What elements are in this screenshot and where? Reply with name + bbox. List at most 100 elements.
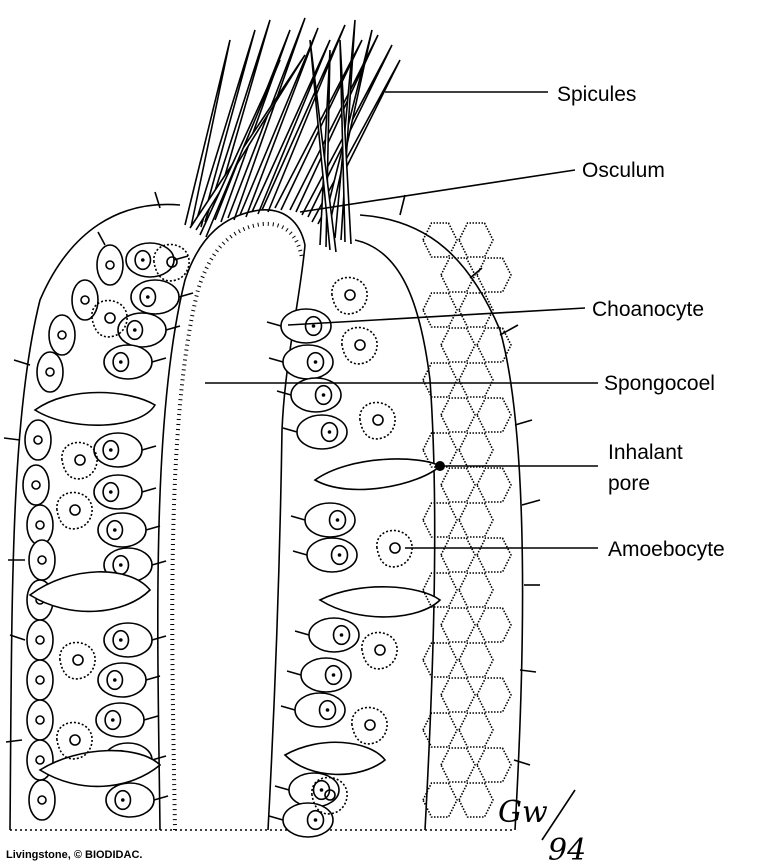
spicule: [309, 39, 337, 253]
cell-nucleus: [74, 454, 86, 466]
nucleolus: [319, 788, 324, 792]
pinacocyte-cell: [36, 351, 64, 393]
cell-nucleus: [112, 629, 130, 651]
label-osculum: Osculum: [582, 159, 665, 182]
nucleolus: [141, 258, 145, 262]
porocyte-cell: [38, 749, 162, 788]
nucleolus: [119, 563, 123, 567]
amoebocyte-cell: [153, 243, 190, 282]
nucleolus: [109, 490, 113, 494]
cell-nucleus: [324, 789, 336, 801]
pinacocyte-cell: [26, 699, 54, 741]
cell-nucleus: [134, 249, 152, 271]
flagellum: [276, 390, 292, 396]
nucleolus: [327, 430, 332, 434]
nucleolus: [313, 360, 318, 364]
nucleolus: [109, 448, 113, 452]
cell-nucleus: [37, 555, 47, 565]
pinacocyte-polygon: [422, 642, 458, 678]
amoebocyte-cell: [359, 401, 396, 440]
spicule: [339, 39, 352, 245]
flagellum: [145, 675, 161, 681]
cell-nucleus: [320, 421, 339, 443]
amoebocyte-cell: [56, 721, 93, 760]
pinacocyte-polygon: [476, 327, 512, 363]
spicule: [239, 27, 319, 218]
pinacocyte-polygon: [422, 292, 458, 328]
cell-nucleus: [57, 330, 67, 340]
cell-nucleus: [332, 624, 351, 646]
cell-nucleus: [69, 734, 81, 746]
flagellum: [145, 525, 161, 531]
pinacocyte-polygon: [458, 362, 494, 398]
surface-spine: [3, 437, 21, 441]
pinacocyte-cell: [22, 464, 50, 506]
flagellum: [165, 325, 181, 331]
amoebocyte-cell: [59, 641, 96, 680]
flagellum: [290, 515, 306, 521]
nucleolus: [339, 633, 344, 637]
label-spicules: Spicules: [557, 83, 636, 106]
cell-nucleus: [318, 699, 337, 721]
porocyte-cell: [28, 571, 152, 613]
surface-spine: [514, 419, 533, 426]
flagellum: [274, 785, 290, 791]
pinacocyte-polygon: [440, 607, 476, 643]
nucleolus: [325, 708, 330, 712]
pinacocyte-polygon: [440, 467, 476, 503]
surface-spine: [499, 324, 519, 336]
pinacocyte-polygon: [440, 677, 476, 713]
flagellum: [280, 705, 296, 711]
cell-nucleus: [35, 675, 45, 685]
nucleolus: [113, 528, 117, 532]
nucleolus: [119, 360, 123, 364]
cell-nucleus: [354, 339, 366, 351]
pinacocyte-cell: [28, 539, 56, 581]
pinacocyte-polygon: [440, 257, 476, 293]
porocyte-cell: [283, 741, 387, 776]
pinacocyte-polygon: [476, 747, 512, 783]
cell-nucleus: [37, 795, 47, 805]
pinacocyte-polygon: [458, 572, 494, 608]
artist-signature: Gw 94: [498, 789, 586, 867]
flagellum: [286, 670, 302, 676]
pinacocyte-polygon: [476, 677, 512, 713]
spicule: [184, 39, 231, 228]
cell-nucleus: [389, 542, 401, 554]
pinacocyte-cell: [96, 244, 124, 286]
cell-nucleus: [304, 315, 323, 337]
nucleolus: [121, 798, 125, 802]
cell-nucleus: [112, 351, 130, 373]
flagellum: [268, 357, 284, 363]
surface-spine: [513, 759, 531, 766]
pinacocyte-cell: [24, 419, 52, 461]
cell-nucleus: [35, 520, 45, 530]
flagellum: [153, 795, 169, 801]
pinacocyte-cell: [48, 314, 76, 356]
pinacocyte-polygon: [422, 432, 458, 468]
cell-nucleus: [324, 664, 343, 686]
cell-nucleus: [330, 544, 349, 566]
pinacocyte-polygon: [440, 327, 476, 363]
spicule: [261, 24, 346, 213]
cell-nucleus: [314, 384, 333, 406]
flagellum: [143, 715, 159, 721]
spicule-tuft: [184, 17, 401, 253]
pinacocyte-cell: [26, 504, 54, 546]
cell-nucleus: [126, 319, 144, 341]
amoebocyte-cell: [61, 441, 98, 480]
cell-nucleus: [344, 289, 356, 301]
cell-nucleus: [328, 509, 347, 531]
nucleolus: [335, 518, 340, 522]
pinacocyte-cell: [26, 659, 54, 701]
pinacocyte-polygon: [422, 572, 458, 608]
flagellum: [178, 292, 194, 298]
nucleolus: [113, 678, 117, 682]
pinacocyte-polygon: [422, 362, 458, 398]
svg-text:Gw: Gw: [498, 795, 548, 830]
flagellum: [151, 560, 167, 566]
pinacocyte-cell: [26, 619, 54, 661]
pinacoderm-net: [422, 222, 512, 818]
pinacocyte-polygon: [476, 257, 512, 293]
